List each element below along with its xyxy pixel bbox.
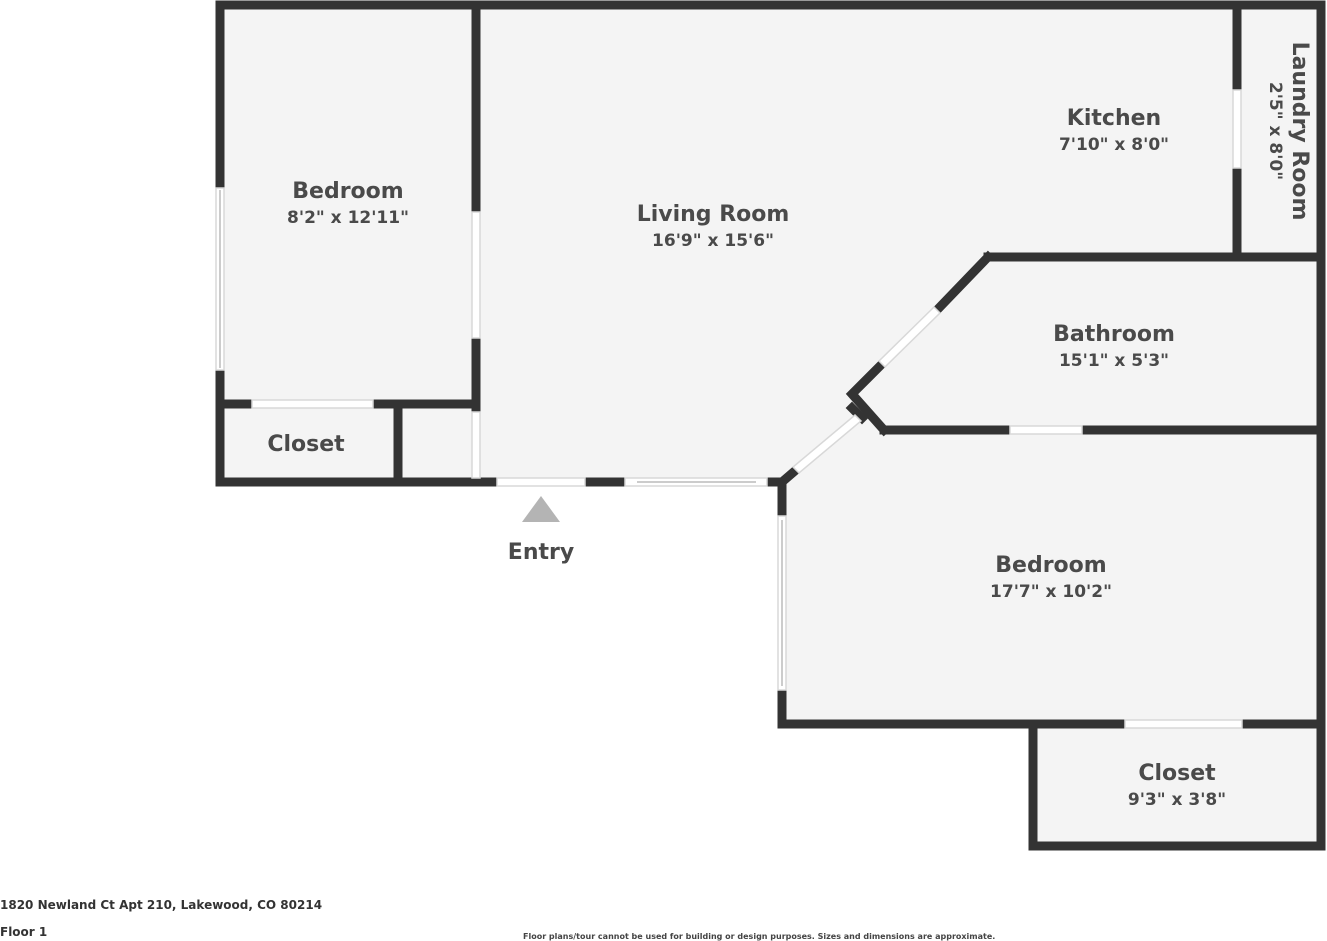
floor-label: Floor 1	[0, 925, 48, 939]
closet-2-name: Closet	[1138, 761, 1216, 786]
living-room-dims: 16'9" x 15'6"	[652, 231, 774, 251]
entry-arrow-icon	[522, 496, 560, 522]
laundry-room-name: Laundry Room	[1287, 42, 1312, 221]
bathroom-angled-wall	[930, 250, 995, 317]
kitchen-laundry-doorway	[1232, 89, 1242, 169]
closet-1-doorway	[251, 399, 374, 409]
bathroom-name: Bathroom	[1053, 322, 1175, 347]
bedroom-2-doorway	[791, 413, 863, 475]
room-labels: Bedroom 8'2" x 12'11" Living Room 16'9" …	[267, 42, 1312, 810]
closet-2-floor	[1033, 724, 1321, 846]
living-room-name: Living Room	[637, 202, 790, 227]
closet-2-dims: 9'3" x 3'8"	[1128, 790, 1226, 810]
closet-1-name: Closet	[267, 432, 345, 457]
bedroom-2-floor	[782, 418, 1321, 724]
bedroom-1-doorway	[471, 211, 481, 339]
bathroom-bedroom-doorway	[1009, 425, 1083, 435]
bedroom-2-angled-wall-top	[845, 401, 869, 425]
entry-label: Entry	[508, 540, 574, 565]
bedroom-2-name: Bedroom	[995, 553, 1106, 578]
kitchen-dims: 7'10" x 8'0"	[1059, 135, 1169, 155]
bedroom-2-angled-wall-bottom	[775, 463, 803, 489]
kitchen-name: Kitchen	[1067, 106, 1161, 131]
bedroom-1-name: Bedroom	[292, 179, 403, 204]
bathroom-angled-wall-lower	[845, 357, 891, 437]
closet-2-walls	[1028, 719, 1326, 851]
bedroom-2-dims: 17'7" x 10'2"	[990, 582, 1112, 602]
bedroom-1-dims: 8'2" x 12'11"	[287, 208, 409, 228]
laundry-room-dims: 2'5" x 8'0"	[1265, 82, 1285, 180]
bathroom-dims: 15'1" x 5'3"	[1059, 351, 1169, 371]
entry-doorway	[496, 477, 586, 487]
closet-2-doorway	[1124, 719, 1243, 729]
property-address: 1820 Newland Ct Apt 210, Lakewood, CO 80…	[0, 898, 323, 912]
bathroom-doorway	[877, 305, 942, 369]
disclaimer-text: Floor plans/tour cannot be used for buil…	[523, 932, 996, 941]
openings	[215, 89, 1243, 729]
hall-closet-doorway	[471, 411, 481, 479]
